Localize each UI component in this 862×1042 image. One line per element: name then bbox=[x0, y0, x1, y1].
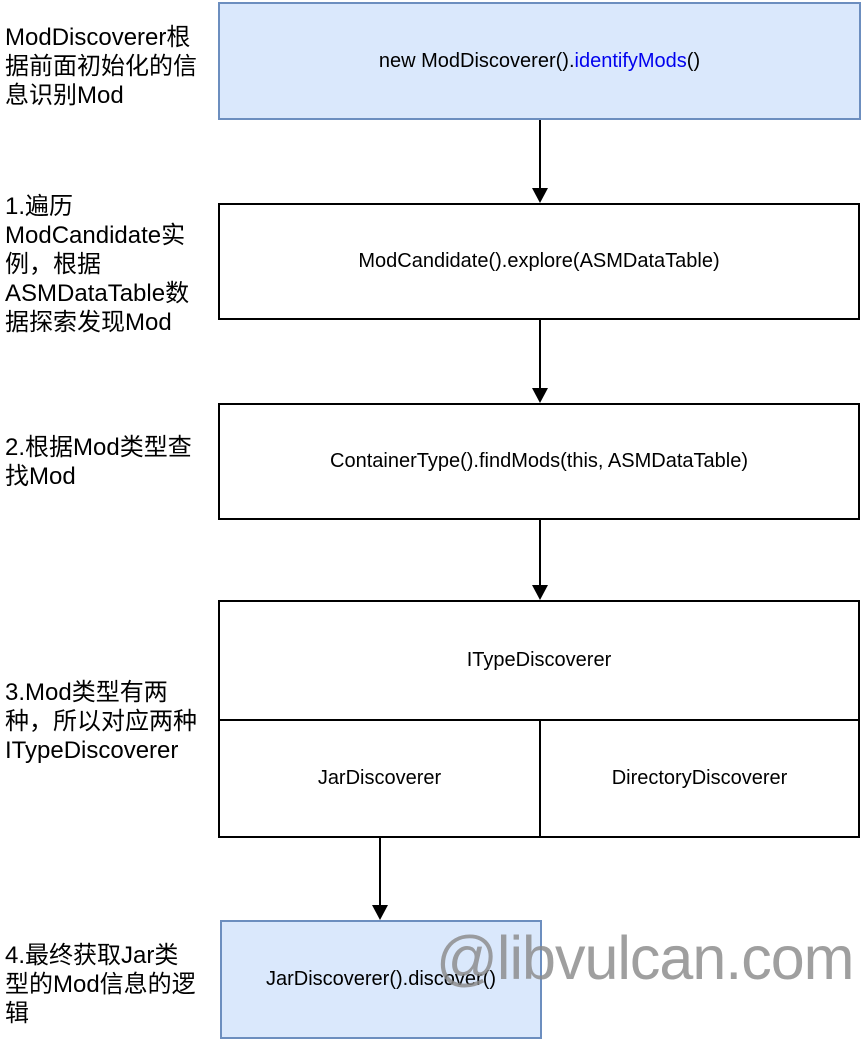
node-label: ContainerType().findMods(this, ASMDataTa… bbox=[330, 450, 748, 472]
annotation-step4: 4.最终获取Jar类 型的Mod信息的逻 辑 bbox=[5, 942, 196, 1027]
node-label: JarDiscoverer bbox=[317, 767, 442, 789]
node-label: ModCandidate().explore(ASMDataTable) bbox=[358, 250, 720, 272]
node-directory-discoverer: DirectoryDiscoverer bbox=[541, 721, 858, 836]
watermark: @libvulcan.com bbox=[436, 924, 854, 992]
arrow-shaft bbox=[379, 838, 381, 905]
arrow-down-2 bbox=[532, 320, 548, 403]
arrowhead-icon bbox=[532, 388, 548, 403]
code-text: new ModDiscoverer().identifyMods() bbox=[379, 50, 700, 73]
arrow-shaft bbox=[539, 120, 541, 188]
annotation-step2: 2.根据Mod类型查 找Mod bbox=[5, 434, 192, 490]
arrowhead-icon bbox=[532, 188, 548, 203]
node-label: DirectoryDiscoverer bbox=[611, 767, 788, 789]
node-jar-discover: JarDiscoverer().discover() bbox=[220, 920, 542, 1039]
code-suffix: () bbox=[686, 49, 701, 72]
node-identify-mods: new ModDiscoverer().identifyMods() bbox=[218, 2, 861, 120]
node-jar-discoverer: JarDiscoverer bbox=[220, 721, 541, 836]
annotation-step3: 3.Mod类型有两 种，所以对应两种 ITypeDiscoverer bbox=[5, 679, 197, 764]
arrow-down-1 bbox=[532, 120, 548, 203]
identify-mods-link[interactable]: identifyMods bbox=[574, 49, 687, 72]
node-itype-discoverer-group: ITypeDiscoverer JarDiscoverer DirectoryD… bbox=[218, 600, 860, 838]
code-prefix: new ModDiscoverer(). bbox=[378, 49, 575, 72]
arrow-down-4 bbox=[372, 838, 388, 920]
arrowhead-icon bbox=[532, 585, 548, 600]
node-itype-discoverer: ITypeDiscoverer bbox=[220, 602, 858, 721]
node-label: ITypeDiscoverer bbox=[466, 649, 612, 671]
node-explore: ModCandidate().explore(ASMDataTable) bbox=[218, 203, 860, 320]
annotation-intro: ModDiscoverer根 据前面初始化的信 息识别Mod bbox=[5, 24, 197, 109]
node-find-mods: ContainerType().findMods(this, ASMDataTa… bbox=[218, 403, 860, 520]
node-label: JarDiscoverer().discover() bbox=[265, 968, 497, 990]
arrow-down-3 bbox=[532, 520, 548, 600]
arrow-shaft bbox=[539, 520, 541, 585]
discoverer-row: JarDiscoverer DirectoryDiscoverer bbox=[220, 721, 858, 836]
annotation-step1: 1.遍历 ModCandidate实 例，根据 ASMDataTable数 据探… bbox=[5, 193, 190, 336]
arrowhead-icon bbox=[372, 905, 388, 920]
arrow-shaft bbox=[539, 320, 541, 388]
